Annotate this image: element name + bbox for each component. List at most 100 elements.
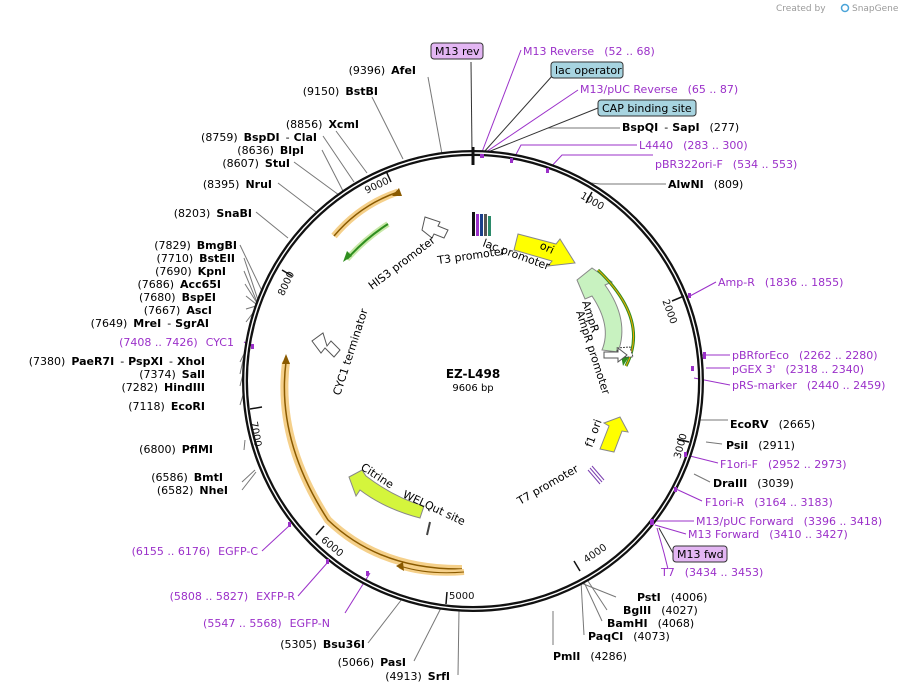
enzyme-ecori: (7118)EcoRI (128, 400, 205, 413)
enzyme-psti: PstI(4006) (637, 591, 707, 604)
enzyme-pflmi: (6800)PflMI (139, 443, 213, 456)
left-enzyme-labels: (9396)AfeI (9150)BstBI (8856)XcmI (8759)… (29, 64, 450, 683)
enzyme-bamhi: BamHI(4068) (607, 617, 694, 630)
his3-promoter-label: HIS3 promoter (366, 234, 438, 293)
enzyme-alwni: AlwNI(809) (668, 178, 743, 191)
boxed-label-leaders (470, 61, 674, 554)
citrine-arrow (348, 469, 425, 519)
enzyme-nrui: (8395)NruI (203, 178, 272, 191)
his3-promoter-arrow (421, 216, 449, 239)
enzyme-afei: (9396)AfeI (349, 64, 416, 77)
enzyme-sali: (7374)SalI (139, 368, 205, 381)
tick-7000 (249, 406, 263, 410)
enzyme-bsu36i: (5305)Bsu36I (280, 638, 365, 651)
enzyme-bglii: BglII(4027) (623, 604, 698, 617)
enzyme-bspdi-clai: (8759)BspDI-ClaI (201, 131, 317, 144)
orange-feature-upper (331, 188, 400, 239)
tick-label-2000: 2000 (659, 298, 678, 326)
primer-m13-puc-forward: M13/pUC Forward(3396 .. 3418) (696, 515, 882, 528)
primer-pgex3: pGEX 3'(2318 .. 2340) (732, 363, 864, 376)
boxed-labels: M13 rev lac operator CAP binding site M1… (430, 42, 728, 563)
primer-pbrforeco: pBRforEco(2262 .. 2280) (732, 349, 878, 362)
orange-feature-arc-head (282, 354, 290, 364)
enzyme-bsteii: (7710)BstEII (157, 252, 235, 265)
primer-m13-reverse: M13 Reverse(52 .. 68) (523, 45, 655, 58)
enzyme-mrei-sgrai: (7649)MreI-SgrAI (91, 317, 209, 330)
ori-label: ori (538, 239, 556, 257)
tick-9000 (385, 170, 392, 183)
enzyme-asci: (7667)AscI (144, 304, 212, 317)
cyc1-terminator-arrow (311, 332, 341, 358)
plasmid-name: EZ-L498 (446, 367, 500, 381)
enzyme-psii: PsiI(2911) (726, 439, 795, 452)
tick-6000 (315, 525, 325, 536)
primer-exfp-r: (5808 .. 5827)EXFP-R (170, 590, 296, 603)
enzyme-paer7i-pspxi-xhoi: (7380)PaeR7I-PspXI-XhoI (29, 355, 205, 368)
tick-4000 (573, 560, 581, 572)
enzyme-blpi: (8636)BlpI (237, 144, 304, 157)
primer-t7: T7(3434 .. 3453) (660, 566, 763, 579)
enzyme-bspqi-sapi: BspQI-SapI(277) (622, 121, 739, 134)
lac-promoter-marker (472, 212, 491, 236)
primer-m13-forward: M13 Forward(3410 .. 3427) (688, 528, 848, 541)
enzyme-nhei: (6582)NheI (157, 484, 228, 497)
primer-egfp-n: (5547 .. 5568)EGFP-N (203, 617, 330, 630)
t3-promoter-label: T3 promoter (436, 245, 507, 268)
enzyme-stui: (8607)StuI (222, 157, 290, 170)
tick-2000 (671, 295, 685, 302)
enzyme-pmli: PmlI(4286) (553, 650, 627, 663)
welqut-marker (426, 521, 431, 536)
enzyme-srfi: (4913)SrfI (385, 670, 450, 683)
m13-fwd-label: M13 fwd (677, 548, 724, 561)
left-primer-labels: (7408 .. 7426)CYC1 (6155 .. 6176)EGFP-C … (119, 336, 330, 630)
t7-promoter-label: T7 promoter (514, 462, 581, 508)
cap-site-label: CAP binding site (602, 102, 692, 115)
primer-cyc1: (7408 .. 7426)CYC1 (119, 336, 234, 349)
tick-1000 (585, 191, 593, 204)
tick-8000 (281, 269, 293, 277)
lac-operator-label: lac operator (555, 64, 622, 77)
orange-feature-arc-line (283, 361, 463, 570)
orange-feature-upper-head (392, 188, 402, 196)
f1-ori-arrow (599, 416, 629, 453)
green-feature-upper-head (343, 251, 352, 262)
enzyme-draiii: DraIII(3039) (713, 477, 794, 490)
enzyme-snabi: (8203)SnaBI (174, 207, 252, 220)
tick-label-4000: 4000 (582, 542, 609, 566)
enzyme-bspei: (7680)BspEI (139, 291, 216, 304)
enzyme-paqci: PaqCI(4073) (588, 630, 670, 643)
tick-label-8000: 8000 (276, 270, 297, 298)
enzyme-kpni: (7690)KpnI (155, 265, 226, 278)
primer-amp-r: Amp-R(1836 .. 1855) (718, 276, 843, 289)
tick-group (249, 170, 690, 605)
ori-arrow (513, 233, 576, 267)
snapgene-logo-icon (840, 3, 850, 13)
orange-feature-lower-head (396, 562, 404, 571)
plasmid-size: 9606 bp (452, 383, 493, 394)
enzyme-xcmi: (8856)XcmI (286, 118, 359, 131)
credit-prefix: Created by (776, 4, 826, 14)
enzyme-bmti: (6586)BmtI (151, 471, 223, 484)
primer-m13-puc-reverse: M13/pUC Reverse(65 .. 87) (580, 83, 738, 96)
m13-fwd-box (672, 545, 728, 563)
primer-markers (251, 154, 706, 576)
tick-label-5000: 5000 (449, 591, 474, 602)
primer-f1ori-r: F1ori-R(3164 .. 3183) (705, 496, 833, 509)
primer-egfp-c: (6155 .. 6176)EGFP-C (132, 545, 259, 558)
orange-feature-upper-line (333, 191, 399, 237)
tick-label-7000: 7000 (248, 421, 263, 448)
ampr-promoter-arrow (603, 346, 628, 364)
tick-5000 (445, 591, 448, 605)
enzyme-bmgbi: (7829)BmgBI (154, 239, 237, 252)
primer-l4440: L4440(283 .. 300) (639, 139, 748, 152)
enzyme-pasi: (5066)PasI (338, 656, 406, 669)
primer-f1ori-f: F1ori-F(2952 .. 2973) (720, 458, 847, 471)
enzyme-acc65i: (7686)Acc65I (137, 278, 221, 291)
enzyme-ecorv: EcoRV(2665) (730, 418, 815, 431)
enzyme-bstbi: (9150)BstBI (303, 85, 378, 98)
primer-prs-marker: pRS-marker(2440 .. 2459) (732, 379, 885, 392)
credit-brand: SnapGene (852, 4, 899, 14)
cap-site-box (597, 99, 697, 117)
m13-rev-label: M13 rev (435, 45, 480, 58)
